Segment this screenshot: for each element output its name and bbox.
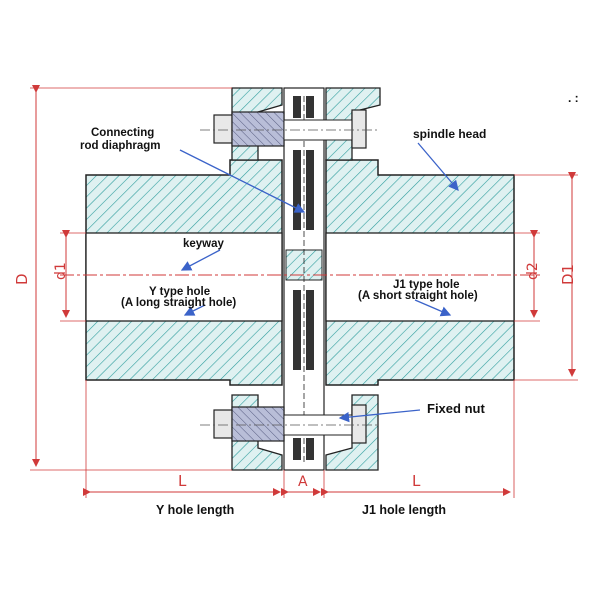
dim-label-D1: D1 xyxy=(559,264,577,285)
dimension-d1: d1 xyxy=(53,230,86,322)
label-y-hole-length: Y hole length xyxy=(156,503,234,517)
label-fixed-nut: Fixed nut xyxy=(427,401,485,416)
dim-label-L-left: L xyxy=(178,472,187,490)
dimension-d2: d2 xyxy=(514,230,541,322)
label-j1-hole-length: J1 hole length xyxy=(362,503,446,517)
corner-mark: . : xyxy=(568,91,579,105)
label-connecting-rod-line2: rod diaphragm xyxy=(80,140,161,152)
dimension-D: D xyxy=(13,85,232,471)
label-j1-type-hole-line2: (A short straight hole) xyxy=(358,290,478,302)
dim-label-d2: d2 xyxy=(525,262,541,280)
dim-label-D: D xyxy=(13,273,31,285)
dim-label-L-right: L xyxy=(412,472,421,490)
label-connecting-rod-line1: Connecting xyxy=(91,127,154,139)
diaphragm-stack xyxy=(283,87,325,471)
label-keyway: keyway xyxy=(183,238,225,250)
lower-bolt xyxy=(200,404,378,444)
upper-bolt xyxy=(200,109,378,149)
dimension-D1: D1 xyxy=(514,172,578,381)
leader-lines xyxy=(179,142,459,423)
dimension-lengths: L A L xyxy=(83,380,515,498)
dim-label-d1: d1 xyxy=(53,262,69,280)
label-j1-type-hole-line1: J1 type hole xyxy=(393,279,459,291)
label-y-type-hole-line2: (A long straight hole) xyxy=(121,297,236,309)
labels: Connecting rod diaphragm spindle head ke… xyxy=(80,91,579,517)
label-spindle-head: spindle head xyxy=(413,127,486,141)
label-y-type-hole-line1: Y type hole xyxy=(149,286,210,298)
dim-label-A: A xyxy=(298,474,308,490)
